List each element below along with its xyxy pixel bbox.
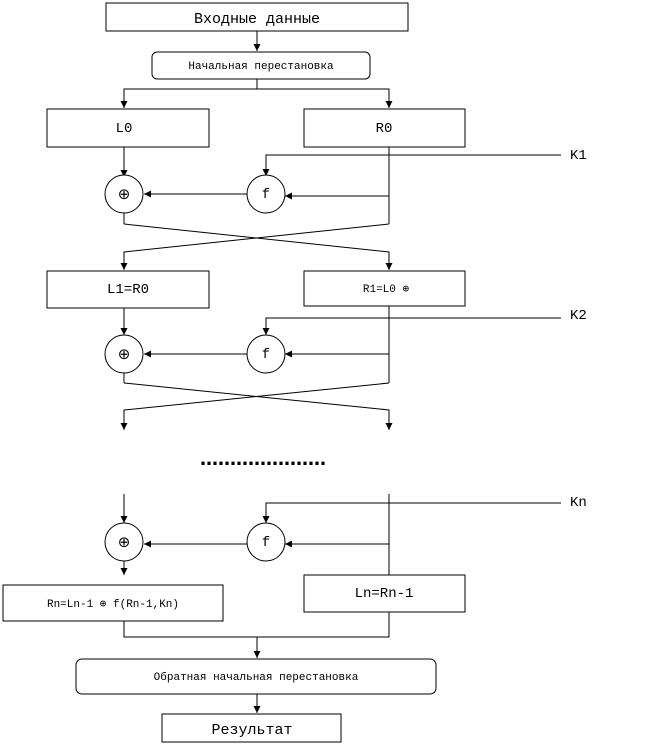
result-box bbox=[161, 713, 342, 743]
l0-box bbox=[46, 108, 210, 148]
r0-label: R0 bbox=[376, 121, 393, 137]
kn-label: Kn bbox=[570, 495, 587, 511]
ellipsis: ………………… bbox=[200, 449, 326, 470]
rn-label: Rn=Ln-1 ⊕ f(Rn-1,Kn) bbox=[47, 599, 179, 611]
arrow-cross-right-to-l1 bbox=[120, 223, 390, 270]
initial-permutation-box bbox=[151, 51, 371, 80]
initial-permutation-label: Начальная перестановка bbox=[188, 61, 334, 73]
r1-label: R1=L0 ⊕ bbox=[363, 284, 409, 296]
input-box bbox=[105, 2, 409, 32]
function-node-2 bbox=[246, 334, 286, 374]
final-permutation-box bbox=[75, 658, 437, 695]
final-permutation-label: Обратная начальная перестановка bbox=[154, 671, 359, 684]
xor-node-2 bbox=[104, 334, 144, 374]
function-symbol-n: f bbox=[262, 535, 270, 551]
arrow-k2-to-f bbox=[262, 317, 561, 335]
function-symbol-1: f bbox=[262, 187, 270, 203]
rn-box bbox=[2, 584, 224, 622]
xor-symbol-n: ⊕ bbox=[118, 533, 131, 551]
result-label: Результат bbox=[211, 722, 292, 739]
function-node-1 bbox=[246, 174, 286, 214]
function-symbol-2: f bbox=[262, 347, 270, 363]
l1-box bbox=[46, 270, 210, 309]
line-merge bbox=[123, 612, 390, 638]
r1-box bbox=[303, 270, 466, 307]
arrow-cross-left-to-r1 bbox=[123, 223, 393, 270]
function-node-n bbox=[246, 522, 286, 562]
arrow-k1-to-f bbox=[262, 154, 561, 176]
r0-box bbox=[303, 108, 466, 148]
xor-node-n bbox=[104, 522, 144, 562]
l0-label: L0 bbox=[116, 121, 133, 137]
ln-label: Ln=Rn-1 bbox=[355, 586, 414, 602]
xor-symbol-2: ⊕ bbox=[118, 345, 131, 363]
arrow-permutation-to-l0 bbox=[120, 79, 258, 108]
l1-label: L1=R0 bbox=[107, 282, 149, 298]
arrow-permutation-to-r0 bbox=[257, 88, 393, 108]
xor-symbol-1: ⊕ bbox=[118, 185, 131, 203]
arrow-kn-to-f bbox=[262, 502, 561, 523]
arrow-cross-2-right bbox=[123, 382, 393, 430]
input-label: Входные данные bbox=[194, 11, 320, 28]
k1-label: K1 bbox=[570, 148, 587, 164]
xor-node-1 bbox=[104, 174, 144, 214]
k2-label: K2 bbox=[570, 308, 587, 324]
ln-box bbox=[303, 574, 466, 613]
arrow-cross-2-left bbox=[120, 382, 390, 430]
